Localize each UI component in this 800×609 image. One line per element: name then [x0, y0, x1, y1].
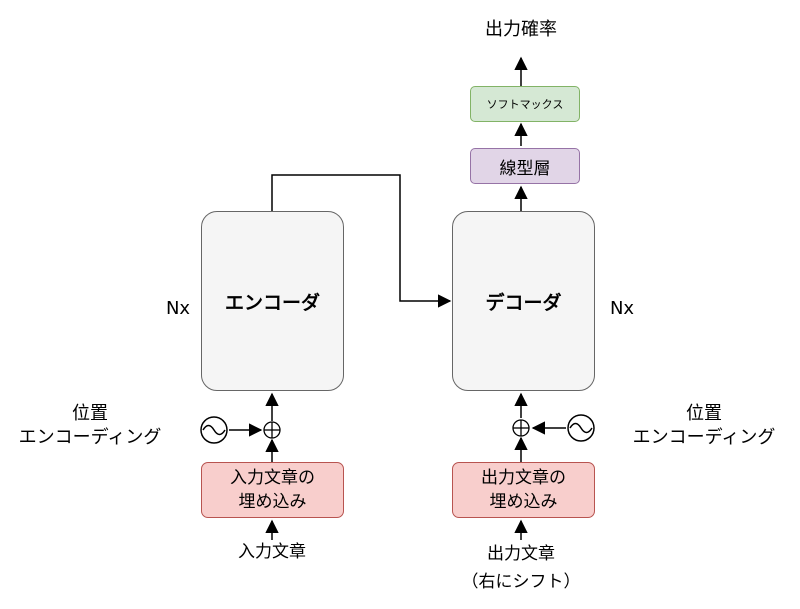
arrow-encoder-to-decoder: [271, 174, 452, 308]
add-node-right: [512, 419, 530, 437]
linear-layer-block: 線型層: [470, 148, 580, 184]
output-text-label: 出力文章 （右にシフト）: [461, 544, 581, 592]
add-node-left: [263, 421, 281, 439]
input-text-label: 入力文章: [238, 542, 306, 562]
encoder-repeat-label: Nx: [165, 298, 191, 319]
sine-wave-icon-right: [567, 414, 595, 442]
positional-encoding-label-right: 位置 エンコーディング: [632, 403, 776, 448]
output-embedding-block: 出力文章の 埋め込み: [452, 462, 595, 518]
sine-wave-icon-left: [200, 416, 228, 444]
softmax-block: ソフトマックス: [470, 86, 580, 122]
encoder-block: エンコーダ: [201, 211, 344, 391]
decoder-block: デコーダ: [452, 211, 595, 391]
output-probability-label: 出力確率: [485, 19, 557, 40]
positional-encoding-label-left: 位置 エンコーディング: [18, 403, 162, 448]
input-embedding-block: 入力文章の 埋め込み: [201, 462, 344, 518]
decoder-repeat-label: Nx: [609, 298, 635, 319]
